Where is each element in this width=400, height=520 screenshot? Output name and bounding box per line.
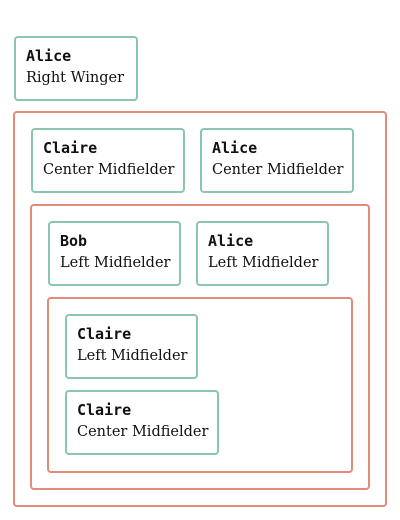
player-card: Bob Left Midfielder: [48, 221, 181, 286]
player-role: Center Midfielder: [77, 424, 209, 440]
player-name: Claire: [77, 401, 132, 419]
player-card: Claire Center Midfielder: [65, 390, 219, 455]
player-name: Alice: [212, 139, 258, 157]
player-role: Center Midfielder: [43, 162, 175, 178]
player-name: Claire: [77, 325, 132, 343]
player-role: Left Midfielder: [60, 255, 171, 271]
outer-group-box: [13, 111, 387, 507]
player-role: Left Midfielder: [208, 255, 319, 271]
player-card: Alice Right Winger: [14, 36, 138, 101]
player-name: Claire: [43, 139, 98, 157]
player-card: Claire Left Midfielder: [65, 314, 198, 379]
player-role: Left Midfielder: [77, 348, 188, 364]
player-name: Alice: [26, 47, 72, 65]
middle-group-box: [30, 204, 370, 490]
player-card: Claire Center Midfielder: [31, 128, 185, 193]
player-card: Alice Left Midfielder: [196, 221, 329, 286]
player-role: Center Midfielder: [212, 162, 344, 178]
inner-group-box: [47, 297, 353, 473]
player-name: Alice: [208, 232, 254, 250]
player-name: Bob: [60, 232, 88, 250]
player-role: Right Winger: [26, 70, 125, 86]
player-card: Alice Center Midfielder: [200, 128, 354, 193]
